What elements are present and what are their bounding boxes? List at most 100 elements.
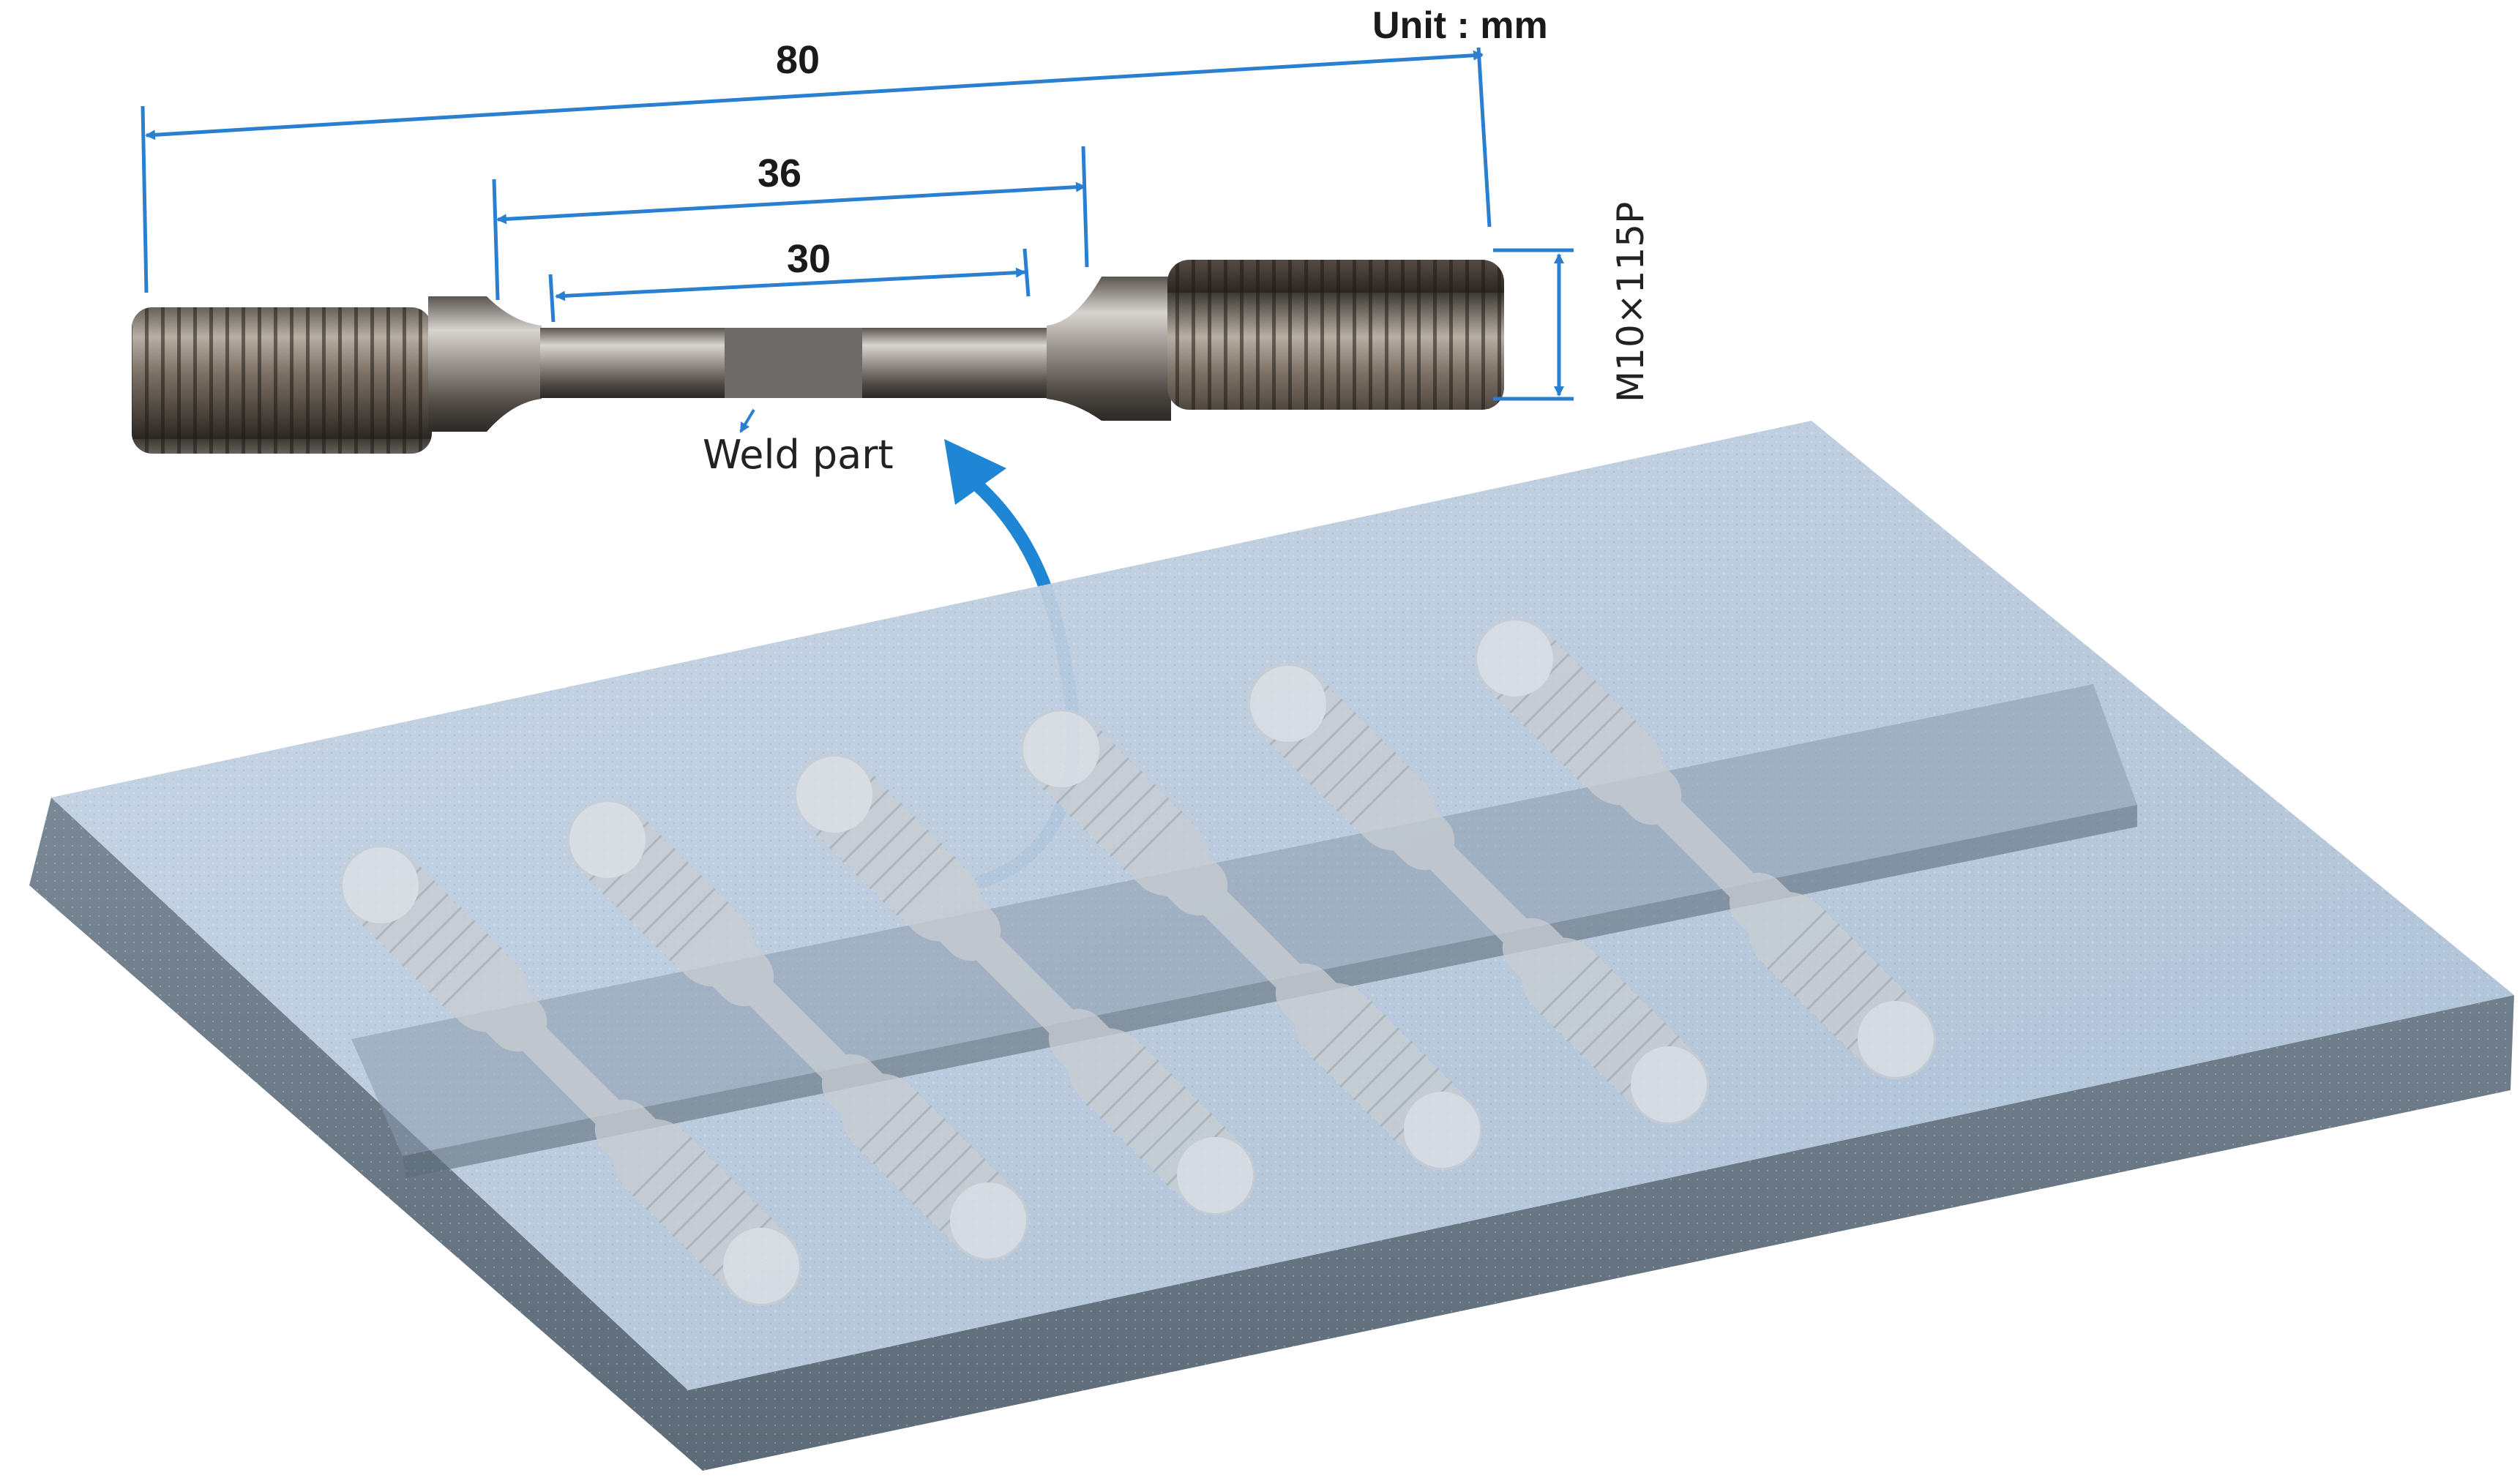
dim-80-ext-right	[1476, 47, 1492, 228]
ghost-thread-ridge	[698, 1203, 759, 1264]
ghost-thread-ridge	[1295, 711, 1357, 773]
gauge-left	[540, 328, 727, 398]
ghost-end-cap	[343, 847, 419, 923]
unit-label: Unit : mm	[1372, 4, 1548, 47]
ghost-thread-ridge	[1522, 666, 1584, 727]
dim-80-label: 80	[776, 38, 820, 82]
ghost-thread-ridge	[441, 946, 502, 1007]
ghost-specimen	[340, 845, 801, 1306]
ghost-thread-ridge	[1366, 1054, 1427, 1114]
specimen-photo	[132, 260, 1504, 454]
ghost-thread-ridge	[1096, 784, 1156, 844]
ghost-thread-ridge	[1766, 909, 1827, 970]
ghost-thread-ridge	[1309, 725, 1370, 786]
ghost-thread-ridge	[415, 920, 476, 980]
ghost-thread-ridge	[899, 1131, 960, 1192]
ghost-thread-ridge	[869, 829, 930, 890]
ghost-end-cap	[1404, 1092, 1480, 1168]
ghost-thread-ridge	[925, 1158, 986, 1218]
ghost-thread-ridge	[1536, 680, 1597, 740]
ghost-end-cap	[796, 757, 872, 833]
dim-30-line	[555, 267, 1026, 301]
ghost-thread-ridge	[1779, 923, 1841, 984]
ghost-thread-ridge	[659, 1163, 719, 1224]
ghost-thread-ridge	[1122, 810, 1183, 871]
ghost-thread-ridge	[856, 816, 916, 877]
ghost-thread-ridge	[388, 893, 449, 954]
dim-36-label: 36	[758, 151, 801, 195]
ghost-thread-ridge	[1606, 1021, 1667, 1082]
ghost-specimen	[1021, 709, 1482, 1170]
ghost-end-cap	[723, 1228, 799, 1304]
ghost-thread-ridge	[668, 901, 729, 961]
ghost-thread-ridge	[1323, 738, 1383, 799]
right-thread	[1167, 260, 1504, 410]
dim-36-line	[496, 181, 1086, 225]
weld-part-label: Weld part	[703, 432, 894, 478]
ghost-thread-ridge	[672, 1177, 733, 1237]
right-shoulder	[1047, 277, 1171, 421]
ghost-thread-ridge	[1793, 937, 1854, 997]
ghost-thread-ridge	[1099, 1059, 1160, 1120]
ghost-thread-ridge	[1312, 1000, 1373, 1061]
ghost-end-cap	[1477, 620, 1553, 697]
ghost-thread-ridge	[1552, 968, 1614, 1029]
ghost-end-cap	[1023, 711, 1099, 787]
ghost-end-cap	[950, 1182, 1026, 1258]
ghost-thread-ridge	[1593, 1008, 1653, 1069]
ghost-thread-ridge	[1563, 706, 1623, 767]
ghost-thread-ridge	[859, 1091, 919, 1152]
ghost-thread-ridge	[872, 1104, 933, 1166]
ghost-thread-ridge	[1566, 982, 1627, 1043]
dim-36-ext-left	[492, 179, 500, 301]
ghost-thread-ridge	[645, 1149, 706, 1211]
ghost-thread-ridge	[1539, 955, 1600, 1016]
dim-36-ext-right	[1081, 146, 1089, 268]
ghost-thread-ridge	[1339, 1027, 1400, 1088]
ghost-thread-ridge	[1549, 693, 1610, 754]
ghost-end-cap	[1631, 1046, 1707, 1122]
ghost-thread-ridge	[912, 1144, 973, 1205]
ghost-thread-ridge	[1349, 765, 1410, 825]
ghost-specimen	[1475, 618, 1936, 1079]
ghost-thread-ridge	[1152, 1112, 1213, 1173]
plate-side-noise	[29, 798, 2514, 1471]
ghost-thread-ridge	[615, 847, 676, 909]
ghost-end-cap	[1858, 1001, 1934, 1077]
ghost-thread-ridge	[1379, 1067, 1440, 1128]
embedded-specimens	[340, 618, 1936, 1306]
ghost-thread-ridge	[1113, 1073, 1173, 1133]
ghost-thread-ridge	[1806, 950, 1867, 1010]
ghost-thread-ridge	[428, 933, 489, 994]
left-thread	[132, 307, 432, 454]
ghost-end-cap	[1177, 1137, 1253, 1213]
dim-80-line	[145, 50, 1484, 140]
ghost-specimen	[1248, 664, 1709, 1125]
dimension-lines	[141, 47, 1574, 401]
dim-30-ext-right	[1022, 248, 1031, 297]
dim-80-ext-left	[141, 105, 149, 293]
ghost-thread-ridge	[1820, 963, 1880, 1024]
weld-pointer-icon	[739, 408, 755, 433]
ghost-thread-ridge	[895, 855, 956, 916]
curved-arrow-head	[944, 439, 1006, 505]
ghost-thread-ridge	[655, 888, 716, 948]
ghost-thread-ridge	[1126, 1086, 1186, 1147]
ghost-thread-ridge	[1833, 976, 1893, 1037]
ghost-thread-ridge	[1083, 770, 1143, 831]
dim-30-ext-left	[548, 274, 556, 323]
left-shoulder	[428, 296, 542, 432]
ghost-specimen	[567, 800, 1028, 1261]
ghost-specimen	[794, 754, 1255, 1215]
ghost-thread-ridge	[1139, 1099, 1200, 1160]
ghost-thread-ridge	[886, 1118, 946, 1179]
ghost-thread-ridge	[1085, 1046, 1146, 1106]
ghost-thread-ridge	[629, 861, 689, 922]
ghost-thread-ridge	[1109, 797, 1170, 858]
ghost-thread-ridge	[1326, 1013, 1387, 1075]
ghost-thread-ridge	[1069, 757, 1130, 818]
ghost-thread-ridge	[642, 874, 703, 935]
ghost-end-cap	[1250, 666, 1326, 742]
ghost-thread-ridge	[1579, 995, 1640, 1056]
